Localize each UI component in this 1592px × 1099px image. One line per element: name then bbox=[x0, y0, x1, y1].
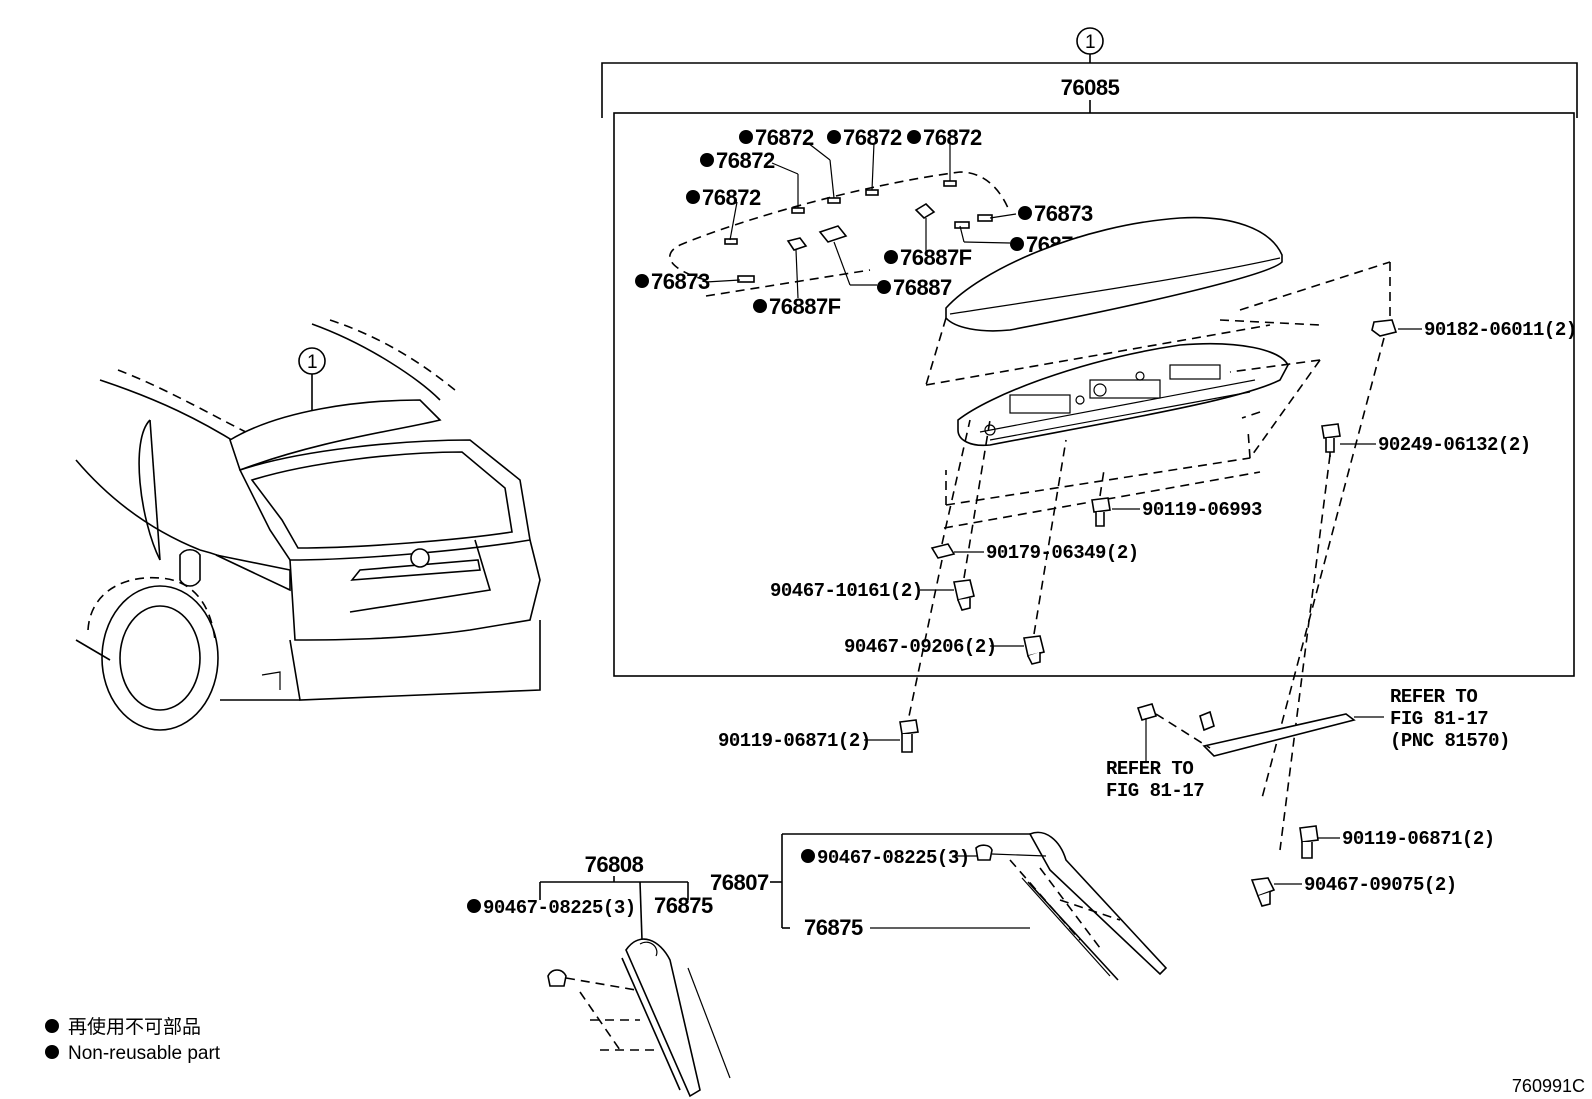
label-90249: 90249-06132(2) bbox=[1378, 434, 1531, 456]
seal-outline bbox=[669, 171, 1009, 297]
label-90467-09206: 90467-09206(2) bbox=[844, 636, 997, 658]
vehicle-ref-number: 1 bbox=[307, 352, 317, 373]
assembly-projection bbox=[925, 261, 1391, 529]
lower-right-fasteners bbox=[1250, 825, 1340, 907]
legend-ja: 再使用不可部品 bbox=[68, 1016, 201, 1038]
label-76873-a: 76873 bbox=[1034, 201, 1093, 226]
label-76873-c: 76873 bbox=[651, 269, 710, 294]
label-76872-d: 76872 bbox=[716, 148, 775, 173]
vehicle-rear-view: 1 bbox=[75, 319, 541, 731]
label-90119-06993: 90119-06993 bbox=[1142, 499, 1262, 521]
refer-1-line2: FIG 81-17 bbox=[1390, 708, 1488, 730]
non-reusable-dot-icon bbox=[45, 1045, 59, 1059]
stop-light bbox=[1136, 703, 1384, 762]
non-reusable-dot-icon bbox=[45, 1019, 59, 1033]
label-90467-10161: 90467-10161(2) bbox=[770, 580, 923, 602]
label-90119-06871-a: 90119-06871(2) bbox=[718, 730, 871, 752]
label-76808: 76808 bbox=[585, 852, 644, 877]
fasteners bbox=[864, 319, 1422, 851]
legend-en: Non-reusable part bbox=[68, 1043, 221, 1064]
side-cover-76808 bbox=[539, 876, 731, 1098]
label-90179: 90179-06349(2) bbox=[986, 542, 1139, 564]
figure-code: 760991C bbox=[1512, 1076, 1585, 1096]
refer-2-line1: REFER TO bbox=[1106, 758, 1193, 780]
label-90467-09075: 90467-09075(2) bbox=[1304, 874, 1457, 896]
refer-1-line3: (PNC 81570) bbox=[1390, 730, 1510, 752]
side-cover-76807 bbox=[770, 831, 1168, 981]
refer-2-line2: FIG 81-17 bbox=[1106, 780, 1204, 802]
clip-leaders bbox=[705, 142, 1017, 299]
label-76875-b: 76875 bbox=[804, 915, 863, 940]
label-76887f-a: 76887F bbox=[900, 245, 972, 270]
label-76872-b: 76872 bbox=[843, 125, 902, 150]
assembly-bracket: 1 76085 bbox=[601, 27, 1578, 677]
assembly-part-number: 76085 bbox=[1061, 75, 1120, 100]
spoiler-cover bbox=[945, 216, 1283, 332]
refer-1-line1: REFER TO bbox=[1390, 686, 1477, 708]
label-76872-e: 76872 bbox=[702, 185, 761, 210]
spoiler-base bbox=[957, 342, 1289, 447]
label-90119-06871-b: 90119-06871(2) bbox=[1342, 828, 1495, 850]
label-90467-08225-b: 90467-08225(3) bbox=[817, 847, 970, 869]
label-76872-c: 76872 bbox=[923, 125, 982, 150]
label-76872-a: 76872 bbox=[755, 125, 814, 150]
assembly-box bbox=[613, 112, 1575, 677]
assembly-ref-number: 1 bbox=[1085, 32, 1095, 53]
legend: 再使用不可部品 Non-reusable part bbox=[45, 1016, 221, 1064]
label-90467-08225-a: 90467-08225(3) bbox=[483, 897, 636, 919]
label-76807: 76807 bbox=[710, 870, 769, 895]
label-76875-a: 76875 bbox=[654, 893, 713, 918]
label-76887: 76887 bbox=[893, 275, 952, 300]
label-90182: 90182-06011(2) bbox=[1424, 319, 1577, 341]
label-76887f-b: 76887F bbox=[769, 294, 841, 319]
